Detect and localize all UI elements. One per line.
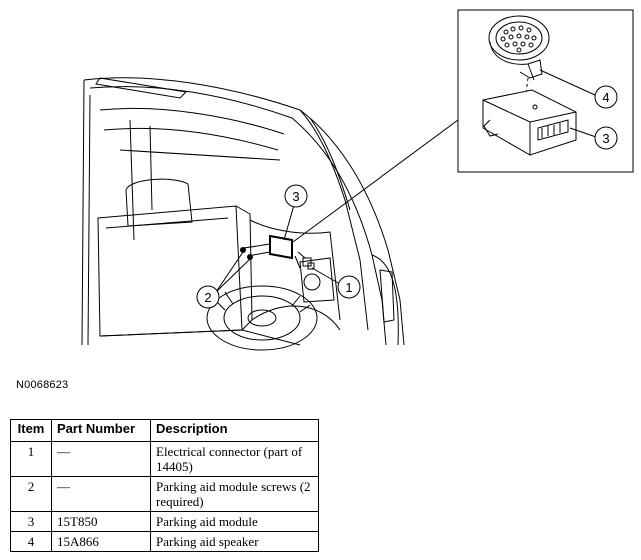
table-header-row: Item Part Number Description xyxy=(10,419,319,442)
figure-id: N0068623 xyxy=(16,379,69,391)
table-row: 2 — Parking aid module screws (2 require… xyxy=(10,476,319,512)
row-description: Parking aid speaker xyxy=(150,531,319,552)
callout-4: 4 xyxy=(594,85,618,109)
table-row: 1 — Electrical connector (part of 14405) xyxy=(10,441,319,477)
parts-table: Item Part Number Description 1 — Electri… xyxy=(10,419,319,552)
table-row: 3 15T850 Parking aid module xyxy=(10,511,319,532)
row-item: 1 xyxy=(10,441,52,477)
callout-3-main: 3 xyxy=(284,184,308,208)
callout-3-main-label: 3 xyxy=(292,189,299,204)
row-part-number: 15T850 xyxy=(51,511,151,532)
row-item: 2 xyxy=(10,476,52,512)
row-part-number: — xyxy=(51,441,151,477)
callout-1: 1 xyxy=(337,275,361,299)
row-item: 4 xyxy=(10,531,52,552)
header-part-number: Part Number xyxy=(51,419,151,442)
row-part-number: — xyxy=(51,476,151,512)
header-description: Description xyxy=(150,419,319,442)
callout-2: 2 xyxy=(196,285,220,309)
header-item: Item xyxy=(10,419,52,442)
callout-3-inset-label: 3 xyxy=(602,131,609,146)
callout-4-label: 4 xyxy=(602,90,609,105)
row-item: 3 xyxy=(10,511,52,532)
callout-2-label: 2 xyxy=(204,290,211,305)
row-description: Parking aid module screws (2 required) xyxy=(150,476,319,512)
row-part-number: 15A866 xyxy=(51,531,151,552)
callout-3-inset: 3 xyxy=(594,126,618,150)
parking-aid-illustration: 3 2 1 4 3 xyxy=(81,9,634,351)
table-row: 4 15A866 Parking aid speaker xyxy=(10,531,319,552)
callout-1-label: 1 xyxy=(345,280,352,295)
row-description: Parking aid module xyxy=(150,511,319,532)
row-description: Electrical connector (part of 14405) xyxy=(150,441,319,477)
